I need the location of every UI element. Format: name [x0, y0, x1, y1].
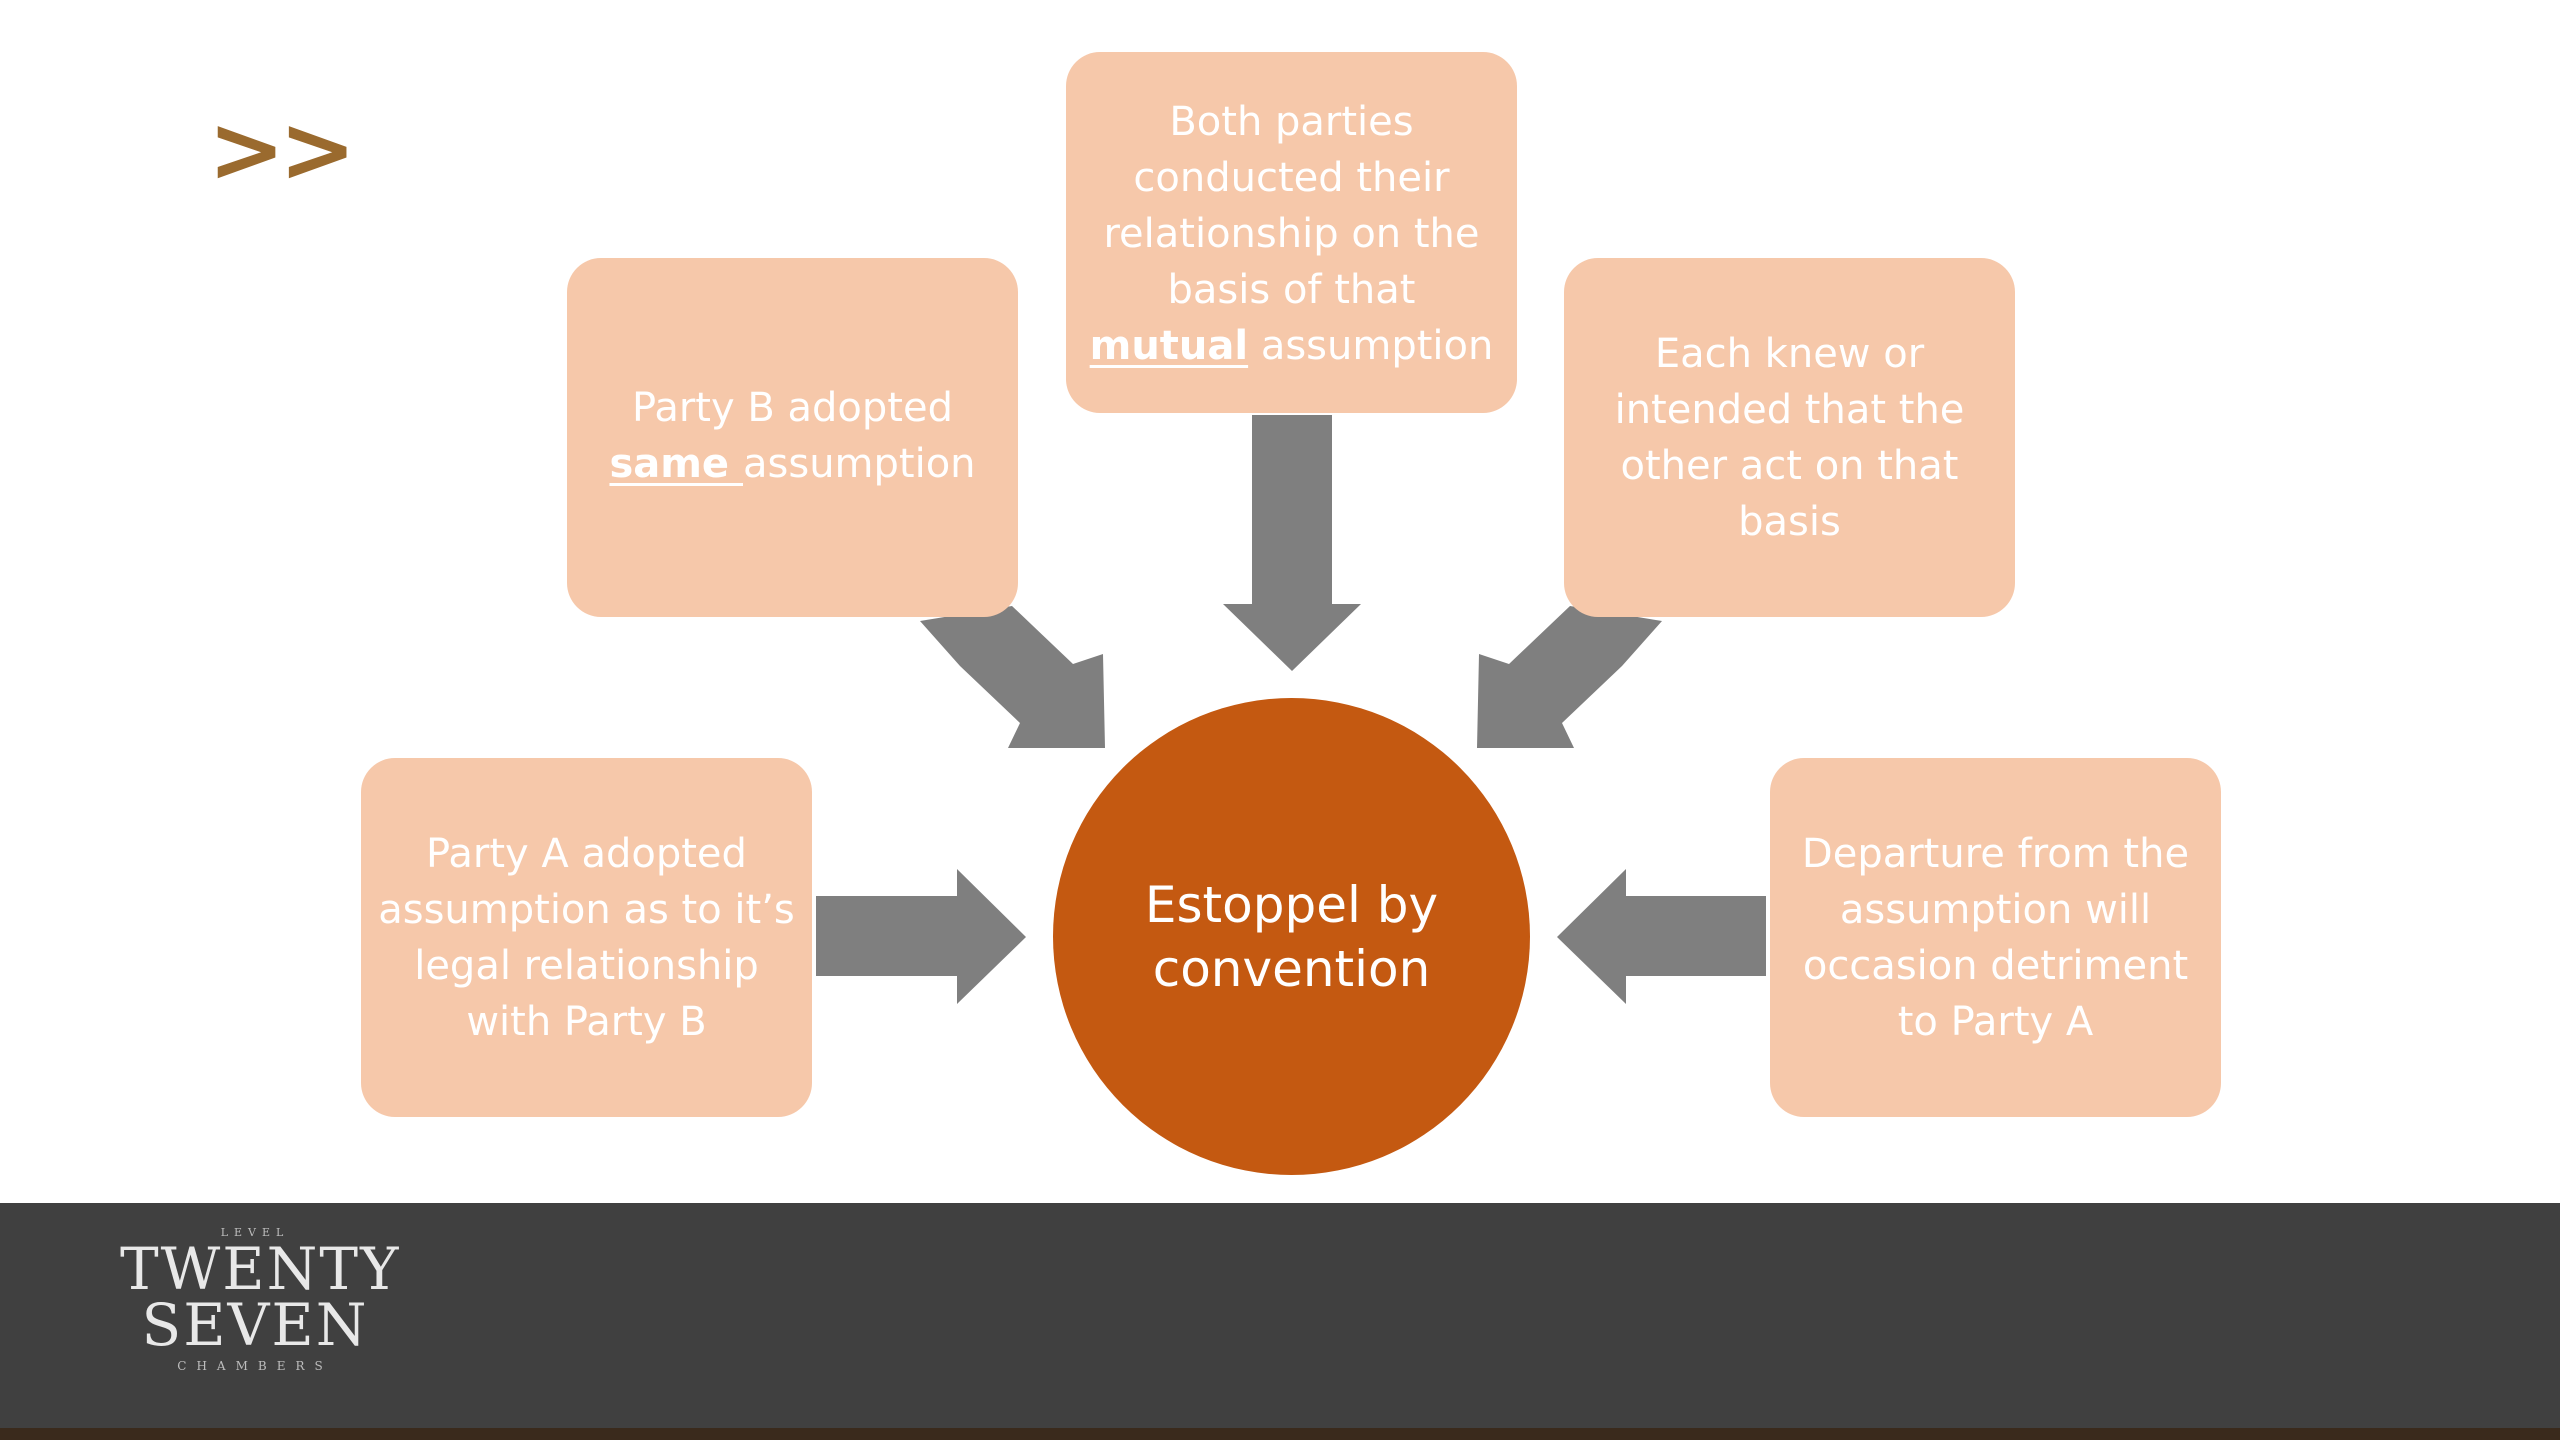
- box-top-text-after: assumption: [1248, 323, 1494, 369]
- box-detriment: Departure from the assumption will occas…: [1770, 758, 2221, 1117]
- box-party-b-assumption: Party B adopted same assumption: [567, 258, 1018, 617]
- box-top-emphasis: mutual: [1089, 323, 1249, 369]
- section-marker: >>: [208, 96, 356, 203]
- box-intended-reliance: Each knew or intended that the other act…: [1564, 258, 2015, 617]
- logo-line-1: TWENTY: [120, 1235, 401, 1303]
- arrow-left: [1557, 869, 1766, 1004]
- box-mutual-assumption: Both parties conducted their relationshi…: [1066, 52, 1517, 413]
- arrow-diagonal-down-right: [920, 606, 1105, 748]
- box-lower-left-text: Party A adopted assumption as to it’s le…: [378, 830, 795, 1045]
- box-upper-left-text-after: assumption: [743, 441, 976, 487]
- footer-bar: [0, 1203, 2560, 1428]
- center-label: Estoppel by convention: [1144, 875, 1439, 998]
- logo-chambers-text: CHAMBERS: [177, 1359, 333, 1373]
- arrow-down: [1223, 415, 1361, 671]
- box-upper-right-text: Each knew or intended that the other act…: [1614, 331, 1965, 545]
- center-circle: Estoppel by convention: [1053, 698, 1530, 1175]
- arrow-diagonal-down-left: [1477, 606, 1662, 748]
- box-upper-left-text-before: Party B adopted: [632, 385, 953, 431]
- footer-rule: [0, 1428, 2560, 1440]
- box-lower-right-text: Departure from the assumption will occas…: [1801, 830, 2190, 1045]
- logo-level-text: LEVEL: [220, 1226, 290, 1239]
- arrow-right: [816, 869, 1026, 1004]
- box-upper-left-emphasis: same: [609, 441, 743, 487]
- box-party-a-assumption: Party A adopted assumption as to it’s le…: [361, 758, 812, 1117]
- box-top-text-before: Both parties conducted their relationshi…: [1103, 99, 1480, 313]
- logo-line-2: SEVEN: [141, 1291, 369, 1359]
- chambers-logo: LEVEL TWENTY SEVEN CHAMBERS: [120, 1225, 401, 1375]
